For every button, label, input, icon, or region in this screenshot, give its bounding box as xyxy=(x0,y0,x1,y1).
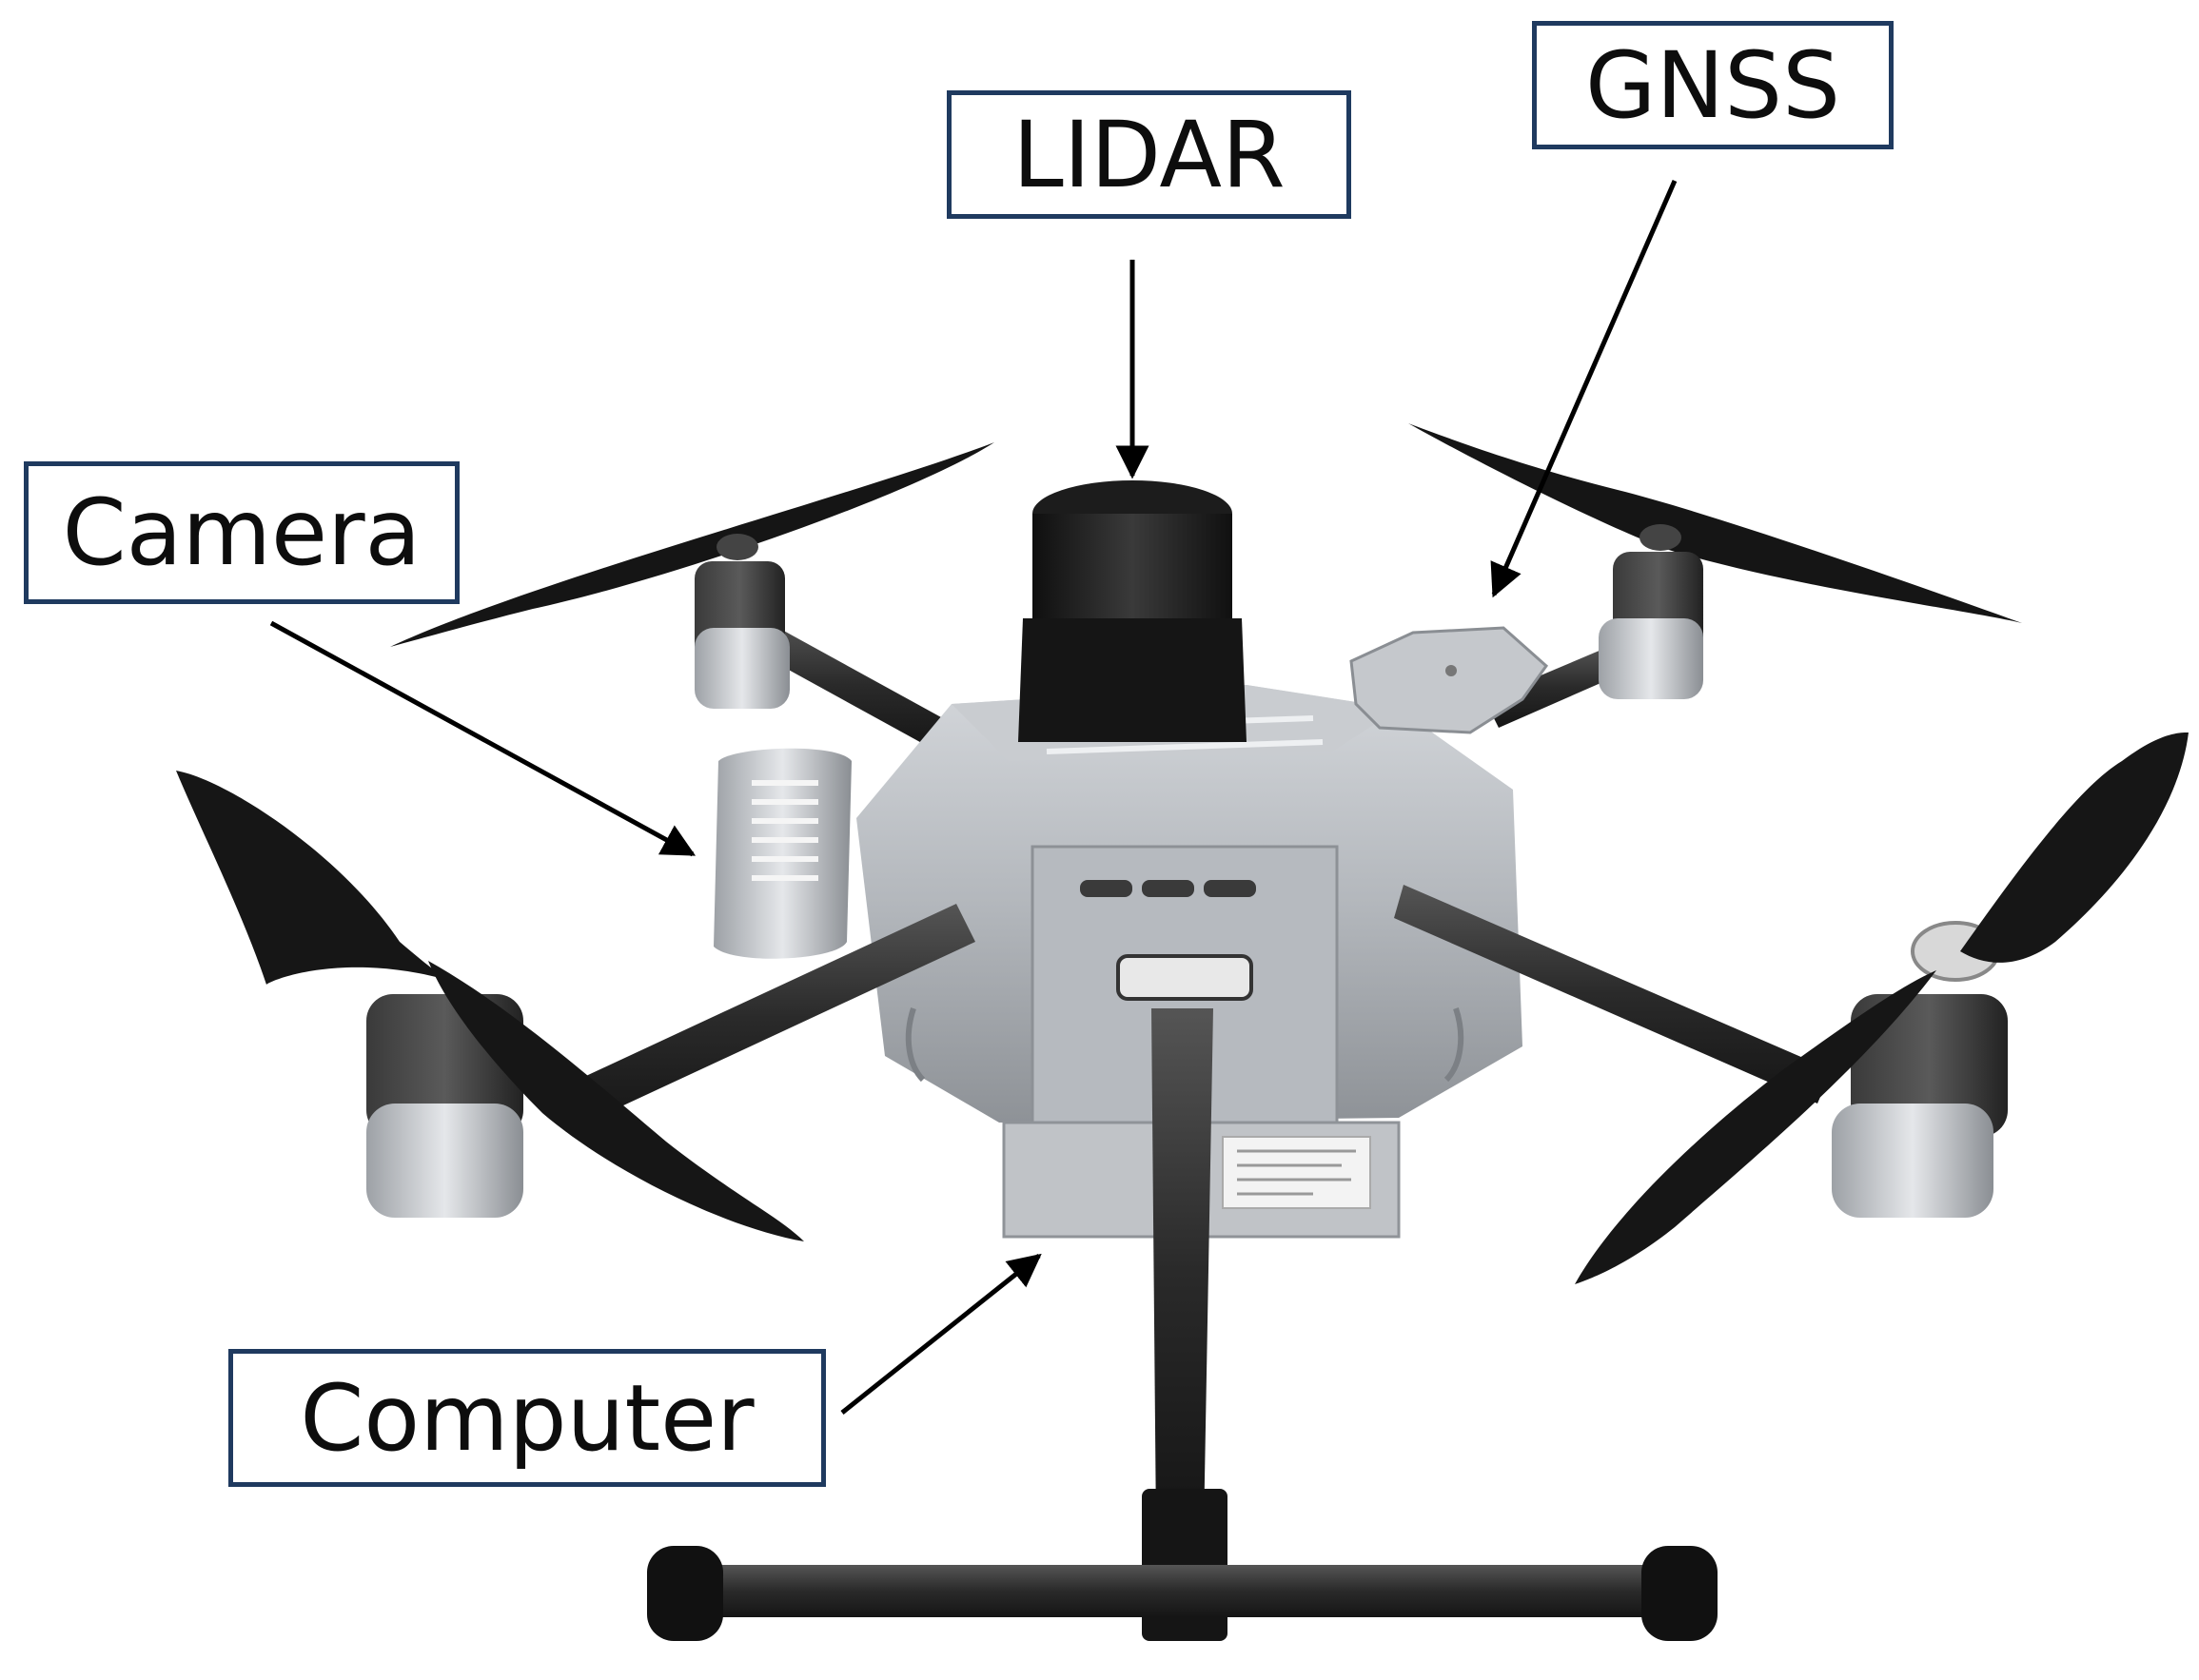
gnss-label: GNSS xyxy=(1532,21,1894,149)
camera-label: Camera xyxy=(24,461,460,604)
front-right-motor xyxy=(1832,921,2008,1218)
computer-label: Computer xyxy=(228,1349,826,1487)
rear-right-motor xyxy=(1599,524,1703,699)
computer-arrow xyxy=(840,1253,1042,1415)
rear-left-motor xyxy=(695,534,790,709)
front-right-propeller xyxy=(1575,733,2189,1284)
gnss-arrow xyxy=(1490,179,1678,598)
rear-left-propeller xyxy=(390,442,994,647)
camera-module xyxy=(714,748,852,959)
camera-arrow xyxy=(269,620,697,857)
landing-gear xyxy=(647,1008,1718,1641)
gnss-module xyxy=(1349,626,1549,734)
lidar-unit xyxy=(1018,480,1247,742)
annotation-arrows xyxy=(269,179,1678,1415)
rear-left-arm xyxy=(747,618,952,752)
rear-right-propeller xyxy=(1408,423,2022,623)
front-left-arm xyxy=(547,904,975,1132)
front-right-arm xyxy=(1394,885,1832,1104)
lidar-label: LIDAR xyxy=(947,90,1351,219)
front-left-propeller xyxy=(176,771,804,1241)
rear-right-arm xyxy=(1484,647,1622,728)
